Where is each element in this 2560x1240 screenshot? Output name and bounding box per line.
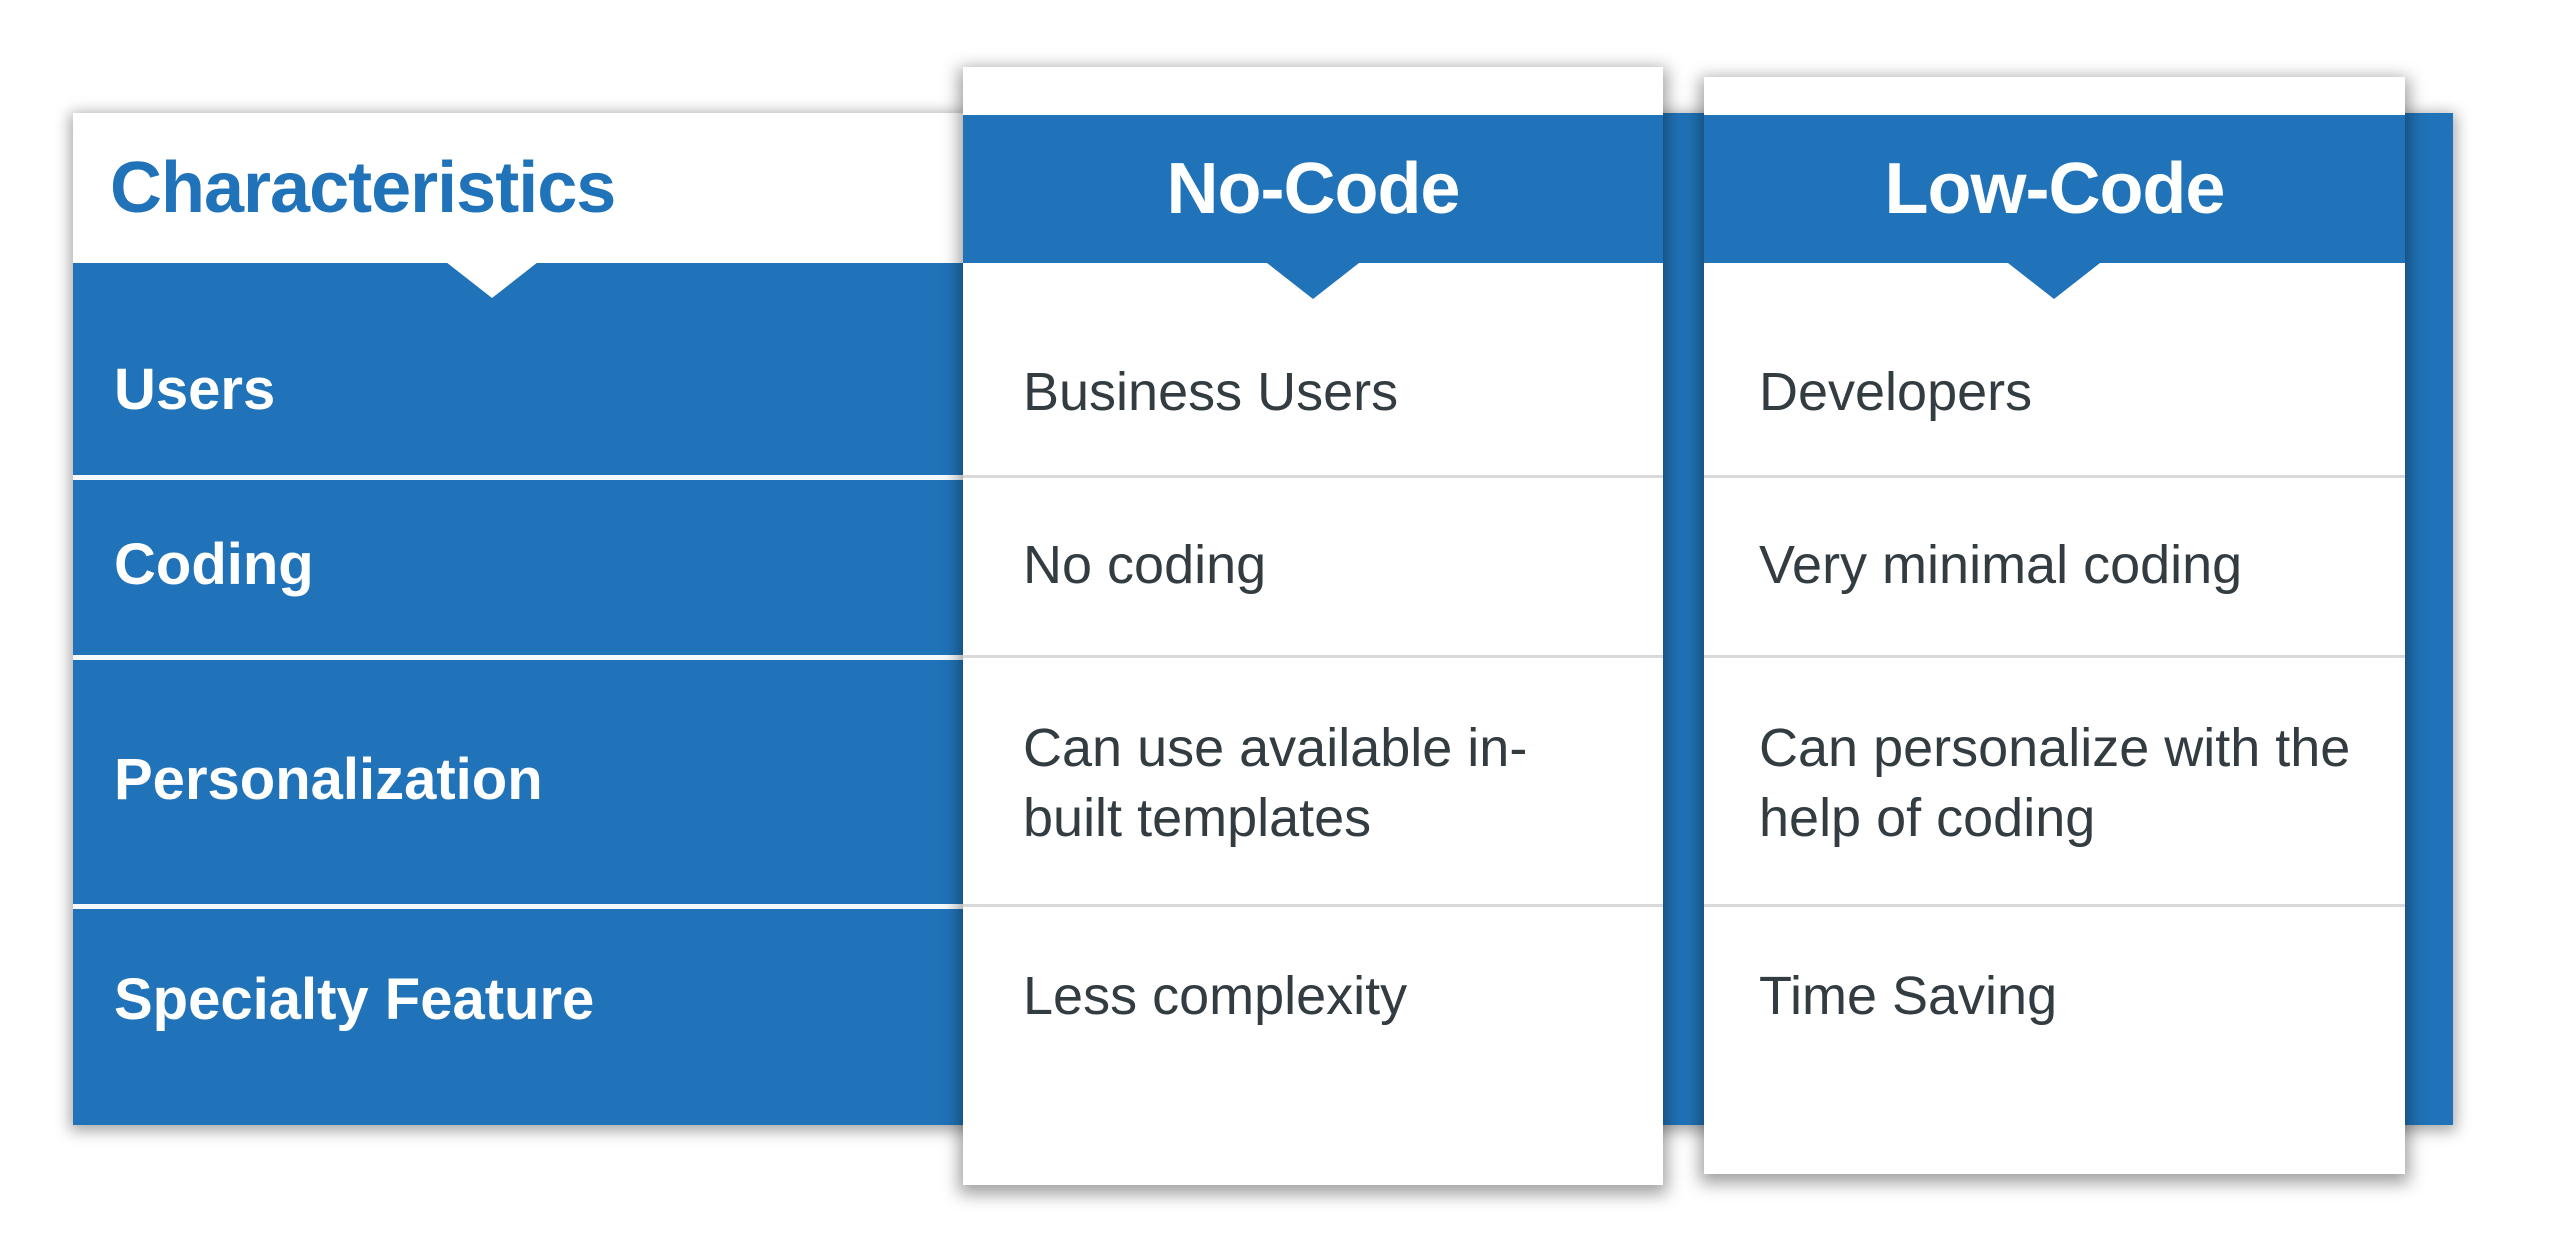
low-code-column-card: Low-Code Developers Very minimal coding … xyxy=(1704,77,2405,1174)
characteristics-notch-pointer xyxy=(446,262,538,298)
row-label-coding: Coding xyxy=(114,532,314,597)
cell-separator xyxy=(1704,475,2405,478)
characteristics-header-cell: Characteristics xyxy=(73,113,963,263)
low-code-header-band: Low-Code xyxy=(1704,115,2405,263)
no-code-specialty-cell: Less complexity xyxy=(1023,966,1408,1026)
no-code-column-card: No-Code Business Users No coding Can use… xyxy=(963,67,1663,1185)
no-code-header-label: No-Code xyxy=(1166,149,1461,229)
row-label-personalization: Personalization xyxy=(114,747,543,812)
row-label-specialty-feature: Specialty Feature xyxy=(114,967,595,1032)
no-code-header-band: No-Code xyxy=(963,115,1663,263)
cell-separator xyxy=(963,904,1663,907)
cell-separator xyxy=(1704,904,2405,907)
low-code-specialty-cell: Time Saving xyxy=(1759,966,2058,1026)
no-code-users-cell: Business Users xyxy=(1023,362,1399,422)
cell-separator xyxy=(963,475,1663,478)
low-code-header-label: Low-Code xyxy=(1884,149,2226,229)
cell-separator xyxy=(1704,655,2405,658)
low-code-users-cell: Developers xyxy=(1759,362,2033,422)
row-separator xyxy=(73,904,963,909)
cell-separator xyxy=(963,655,1663,658)
row-separator xyxy=(73,655,963,660)
no-code-coding-cell: No coding xyxy=(1023,535,1267,595)
characteristics-header-label: Characteristics xyxy=(110,148,616,228)
no-code-personalization-cell: Can use available in-built templates xyxy=(1023,718,1528,848)
low-code-personalization-cell: Can personalize with the help of coding xyxy=(1759,718,2351,848)
low-code-coding-cell: Very minimal coding xyxy=(1759,535,2243,595)
row-separator xyxy=(73,475,963,480)
no-code-notch-pointer xyxy=(1267,263,1359,299)
low-code-notch-pointer xyxy=(2008,263,2100,299)
row-label-users: Users xyxy=(114,357,276,422)
